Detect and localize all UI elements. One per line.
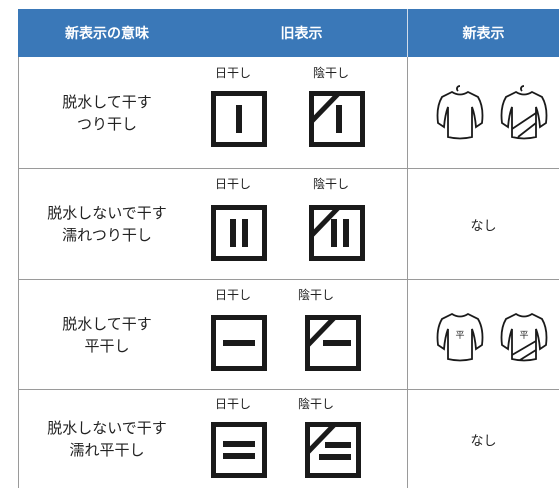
header-meaning: 新表示の意味 (18, 9, 196, 57)
row-2-sun-label: 日干し (215, 177, 252, 191)
row-3-meaning-line1: 脱水して干す (62, 314, 152, 333)
row-2-shade-label: 陰干し (313, 177, 350, 191)
row-1-shade-label: 陰干し (313, 66, 350, 80)
hanging-dry-icon (211, 91, 267, 147)
row-4-sun-label: 日干し (215, 397, 252, 411)
shirt-hanging-icon (436, 85, 484, 140)
drip-dry-shade-icon (309, 205, 365, 261)
shirt-flat-icon: 平 (436, 312, 484, 362)
row-3-meaning: 脱水して干す 平干し (18, 280, 196, 389)
row-2-meaning-line2: 濡れつり干し (62, 226, 152, 244)
shirt-hanging-shade-icon (500, 85, 548, 140)
shirt-flat-shade-mark: 平 (519, 330, 528, 341)
row-1-sun-label: 日干し (215, 66, 252, 80)
row-4-shade-label: 陰干し (298, 397, 335, 411)
row-4-new-text: なし (470, 433, 497, 449)
header-new-symbol: 新表示 (408, 9, 559, 57)
row-2-meaning-line1: 脱水しないで干す (47, 204, 167, 222)
row-2-meaning: 脱水しないで干す 濡れつり干し (18, 169, 196, 279)
drip-dry-icon (211, 205, 267, 261)
row-3-shade-label: 陰干し (298, 288, 335, 302)
flat-drip-dry-icon (211, 422, 267, 478)
row-4-meaning-line2: 濡れ平干し (69, 441, 145, 459)
row-2-new-text: なし (470, 218, 497, 234)
row-1-meaning: 脱水して干す つり干し (18, 57, 196, 168)
row-3-meaning-line2: 平干し (84, 336, 130, 355)
row-1-meaning-line2: つり干し (76, 114, 137, 133)
flat-drip-dry-shade-icon (305, 422, 361, 478)
drying-symbols-table: 新表示の意味 旧表示 新表示 脱水して干す つり干し 日干し 陰干し 脱水しない… (18, 9, 559, 488)
header-old-symbol: 旧表示 (196, 9, 407, 57)
flat-dry-shade-icon (305, 315, 361, 371)
flat-dry-icon (211, 315, 267, 371)
row-1-meaning-line1: 脱水して干す (62, 92, 152, 111)
shirt-flat-mark: 平 (455, 330, 464, 341)
hanging-dry-shade-icon (309, 91, 365, 147)
shirt-flat-shade-icon: 平 (500, 312, 548, 362)
row-4-meaning: 脱水しないで干す 濡れ平干し (18, 390, 196, 488)
row-3-sun-label: 日干し (215, 288, 252, 302)
row-4-meaning-line1: 脱水しないで干す (47, 419, 167, 437)
